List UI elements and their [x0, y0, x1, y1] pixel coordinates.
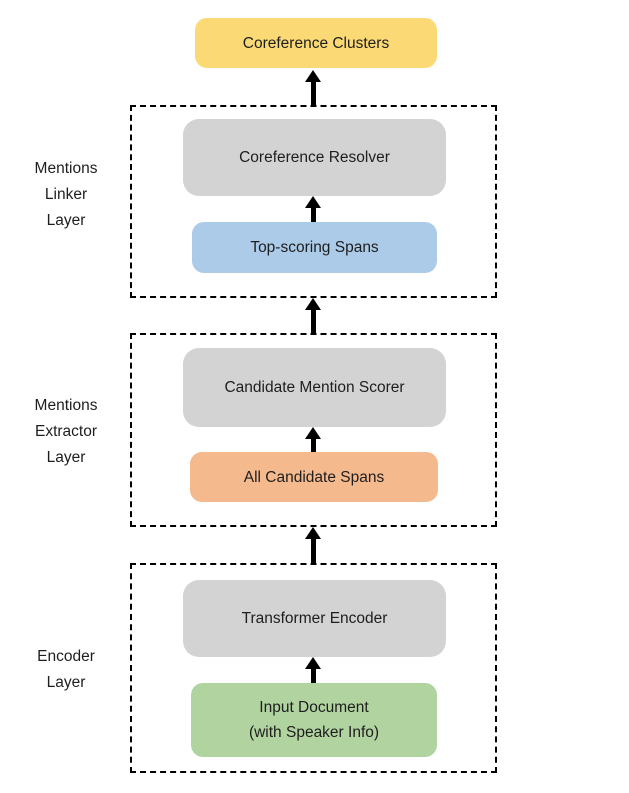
layer-container-encoder — [130, 563, 497, 773]
processor-box-transformer-encoder: Transformer Encoder — [183, 580, 446, 657]
processor-box-coreference-resolver: Coreference Resolver — [183, 119, 446, 196]
layer-container-mentions-linker — [130, 105, 497, 298]
arrow-up-icon — [305, 70, 321, 105]
arrow-head — [305, 196, 321, 208]
arrow-up-icon — [305, 427, 321, 452]
arrow-head — [305, 427, 321, 439]
input-box-all-candidate-spans: All Candidate Spans — [190, 452, 438, 502]
arrow-head — [305, 298, 321, 310]
arrow-head — [305, 70, 321, 82]
layer-label-encoder: Encoder Layer — [37, 648, 95, 691]
arrow-shaft — [310, 669, 316, 683]
input-box-input-document: Input Document (with Speaker Info) — [191, 683, 437, 757]
arrow-up-icon — [305, 657, 321, 683]
layer-label-mentions-extractor: Mentions Extractor Layer — [34, 397, 98, 466]
output-box-coreference-clusters: Coreference Clusters — [195, 18, 437, 68]
processor-box-candidate-mention-scorer: Candidate Mention Scorer — [183, 348, 446, 427]
arrow-up-icon — [305, 298, 321, 333]
arrow-head — [305, 527, 321, 539]
arrow-head — [305, 657, 321, 669]
arrow-shaft — [310, 310, 316, 333]
layer-label-mentions-linker: Mentions Linker Layer — [34, 160, 98, 229]
arrow-up-icon — [305, 196, 321, 222]
arrow-shaft — [310, 539, 316, 563]
layer-container-mentions-extractor — [130, 333, 497, 527]
arrow-up-icon — [305, 527, 321, 563]
arrow-shaft — [310, 82, 316, 105]
input-box-top-scoring-spans: Top-scoring Spans — [192, 222, 437, 273]
arrow-shaft — [310, 208, 316, 222]
arrow-shaft — [310, 439, 316, 452]
